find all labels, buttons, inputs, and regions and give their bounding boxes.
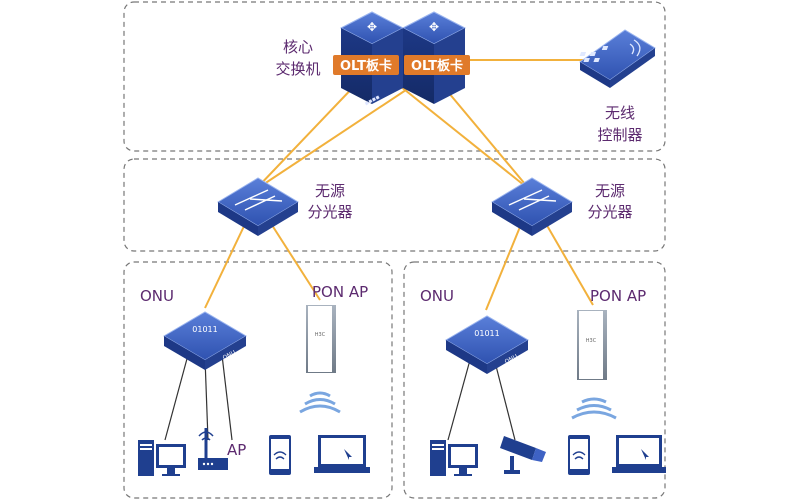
smartphone-icon	[269, 435, 291, 475]
ethernet-cables	[164, 354, 516, 441]
olt-card-2-badge	[404, 55, 470, 75]
olt-card-1-label: OLT板卡	[340, 58, 392, 74]
desktop-pc-icon	[138, 440, 186, 476]
splitter-right-label-line1: 无源	[595, 182, 625, 200]
olt-card-2-label: OLT板卡	[411, 58, 463, 74]
onu-left-label: ONU	[140, 287, 174, 305]
fiber-links	[204, 59, 594, 311]
olt-card-1-badge	[333, 55, 399, 75]
onu-right-device: 01011 ONU	[445, 315, 529, 374]
ap-left-label: AP	[227, 441, 246, 459]
passive-splitter-right	[491, 177, 573, 236]
core-switch-label-line2: 交换机	[275, 60, 320, 78]
passive-splitter-left	[217, 177, 299, 236]
onu-left-device: 01011 ONU	[163, 311, 247, 370]
wireless-router-icon	[198, 428, 228, 470]
laptop-icon	[612, 435, 666, 473]
splitter-left-label-line1: 无源	[315, 182, 345, 200]
ponap-right-label: PON AP	[590, 287, 646, 305]
svg-text:✥: ✥	[429, 20, 439, 34]
wifi-signal-icon	[299, 391, 341, 414]
splitter-right-label-line2: 分光器	[587, 203, 632, 221]
splitter-left-label-line2: 分光器	[307, 203, 352, 221]
svg-text:✥: ✥	[367, 20, 377, 34]
branch-zone-left	[123, 261, 393, 499]
wifi-signal-icon	[571, 397, 617, 420]
surveillance-camera-icon	[500, 436, 546, 474]
core-zone	[123, 1, 666, 152]
core-switch-label-line1: 核心	[283, 38, 313, 56]
ponap-left-label: PON AP	[312, 283, 368, 301]
splitter-zone	[123, 158, 666, 252]
controller-keypad-icon	[579, 29, 656, 88]
pon-ap-left-brand: H3C	[315, 332, 326, 338]
branch-zone-right	[403, 261, 666, 499]
pon-ap-right-device: H3C	[577, 310, 607, 380]
onu-right-label: ONU	[420, 287, 454, 305]
pon-ap-right-brand: H3C	[586, 338, 597, 344]
onu-left-display: 01011	[192, 325, 217, 334]
laptop-icon	[314, 435, 370, 473]
smartphone-icon	[568, 435, 590, 475]
wireless-controller-label-line2: 控制器	[597, 126, 642, 144]
pon-ap-left-device: H3C	[306, 305, 336, 373]
desktop-pc-icon	[430, 440, 478, 476]
onu-right-display: 01011	[474, 329, 499, 338]
wireless-controller-label-line1: 无线	[605, 104, 635, 122]
